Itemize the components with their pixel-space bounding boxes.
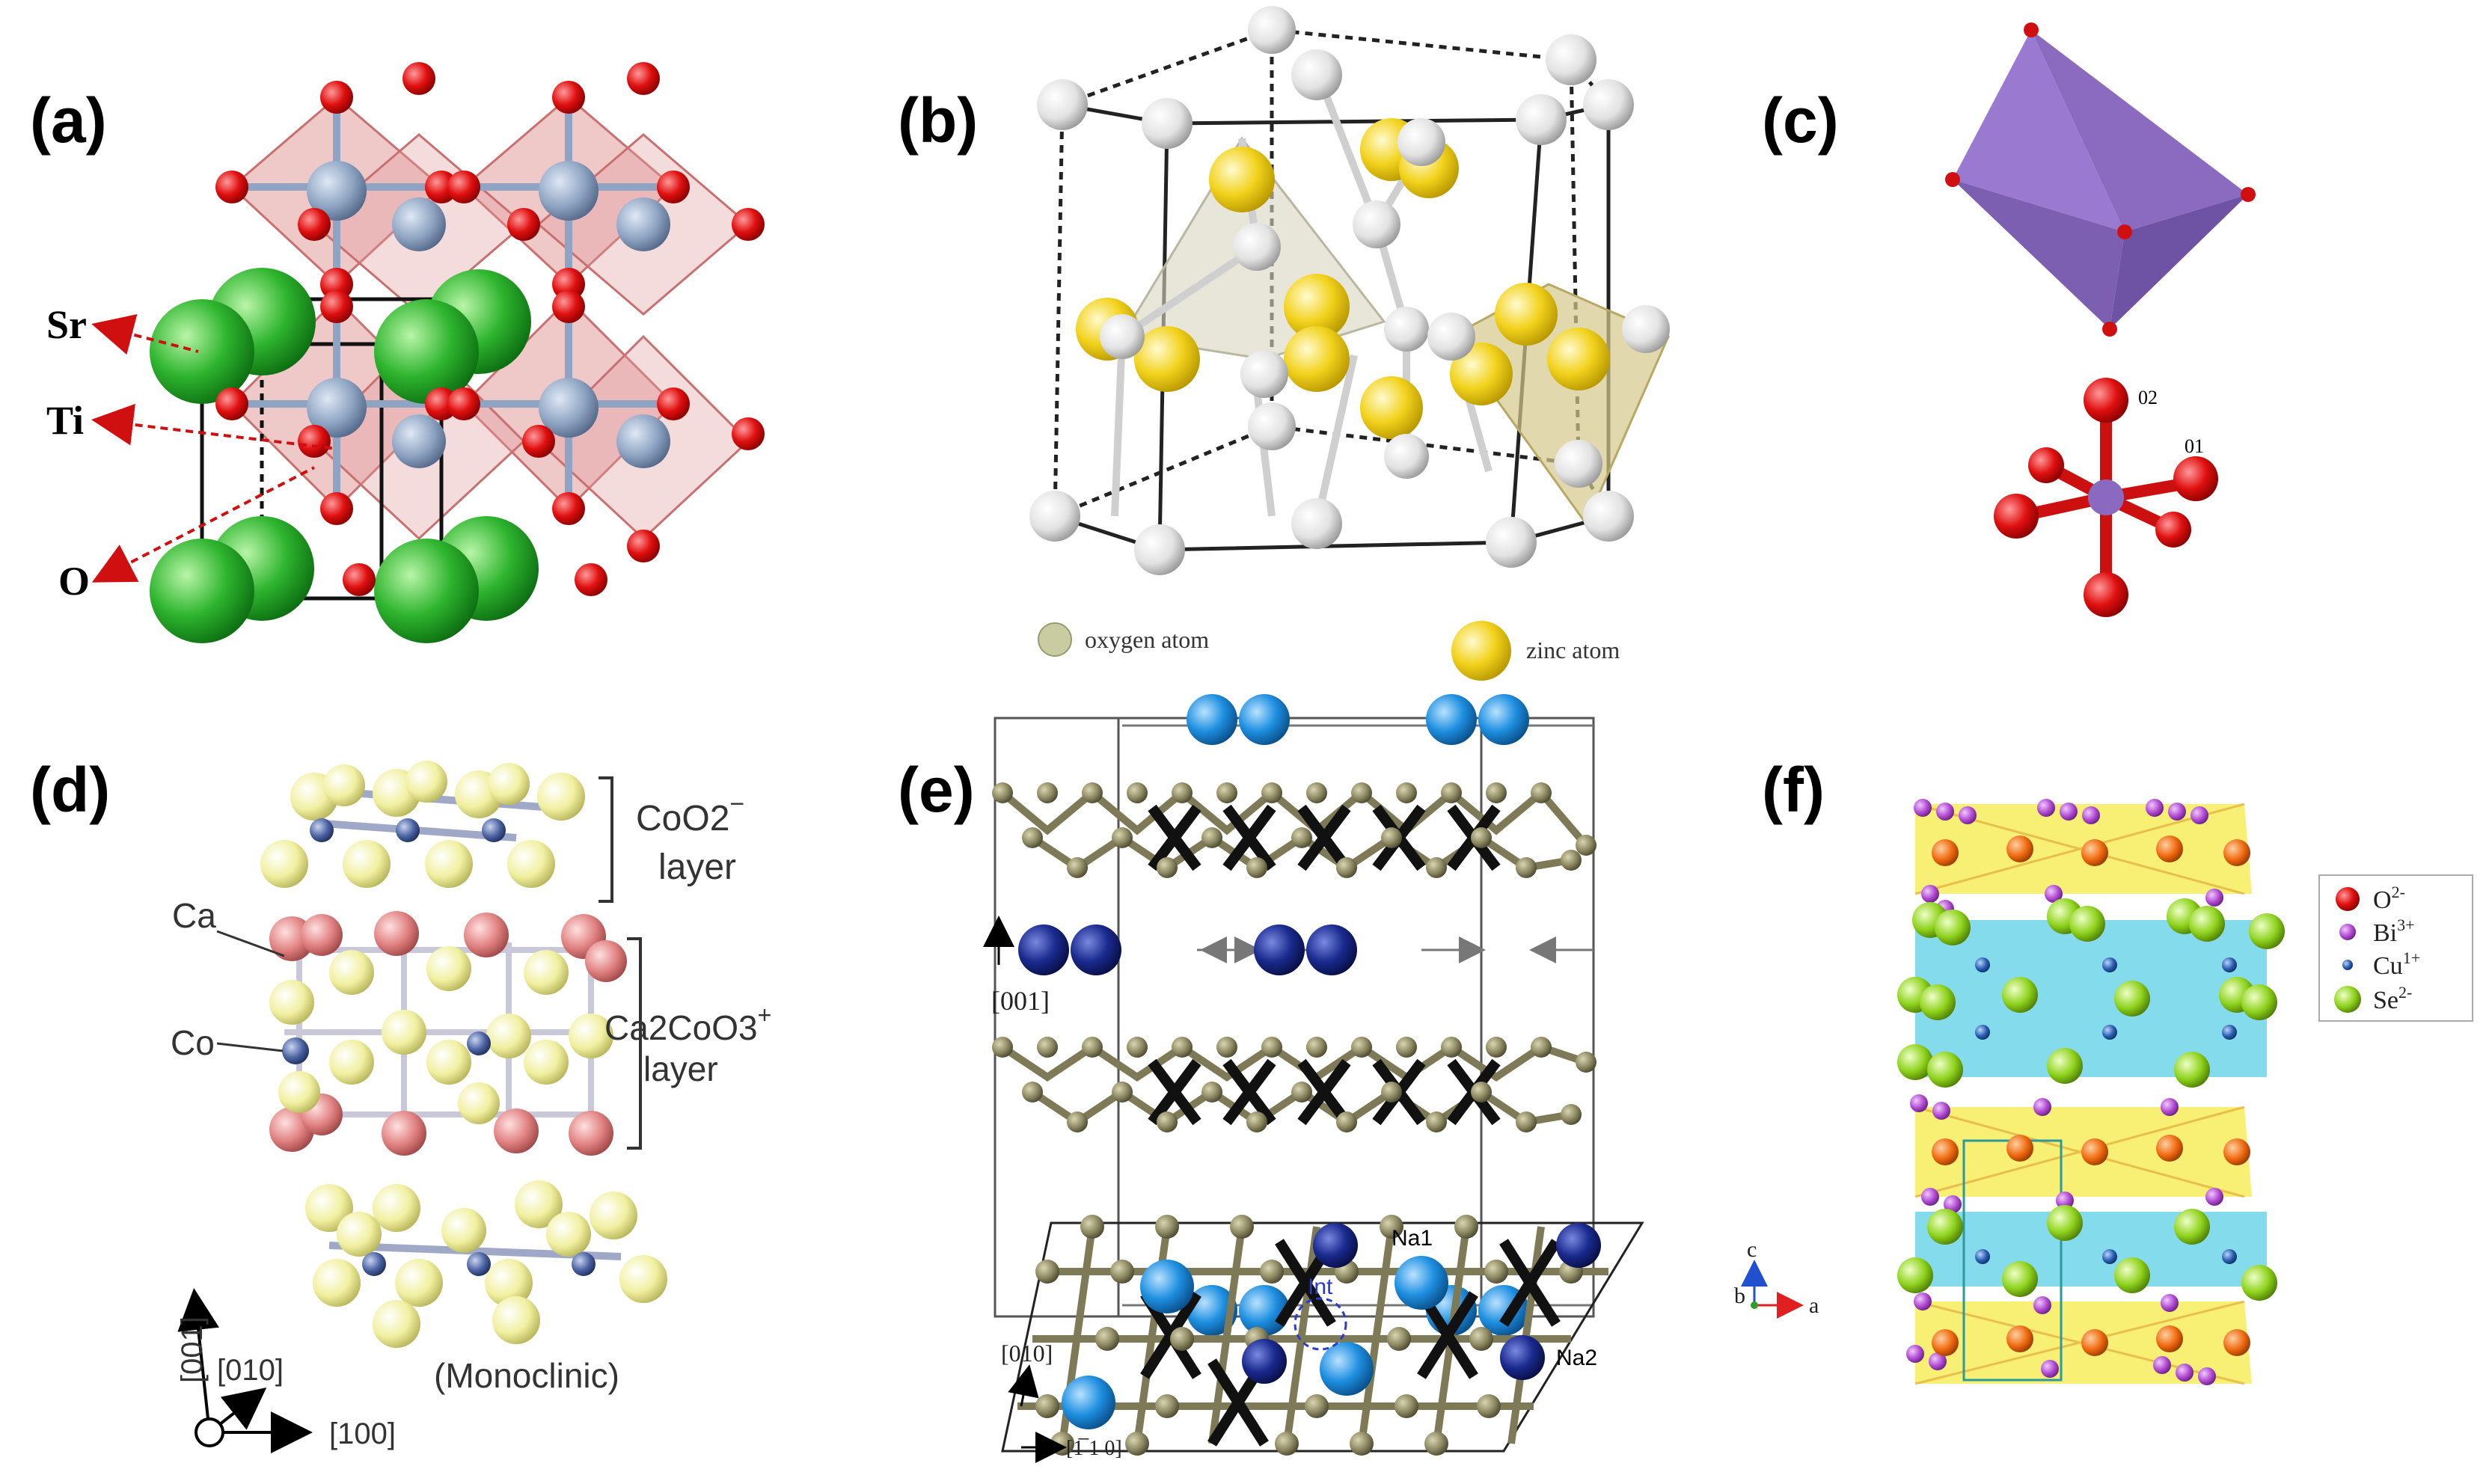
panel-e: (e) bbox=[898, 694, 1644, 1463]
oxygen-legend-swatch bbox=[1038, 622, 1072, 657]
axis-001-label: [001] bbox=[176, 1316, 209, 1383]
panel-a: (a) bbox=[30, 62, 765, 643]
na2-label: Na2 bbox=[1556, 1346, 1597, 1370]
legend-cu-swatch bbox=[2342, 960, 2353, 970]
ca2coo3-layer bbox=[269, 911, 627, 1156]
axis-b-label: b bbox=[1734, 1284, 1745, 1308]
panel-b-label: (b) bbox=[898, 85, 978, 156]
octahedron bbox=[1953, 30, 2248, 329]
panel-e-layer-top bbox=[992, 782, 1596, 878]
panel-d-axes bbox=[177, 1288, 313, 1453]
panel-e-layer-bottom bbox=[992, 1037, 1596, 1132]
panel-a-label: (a) bbox=[30, 85, 107, 156]
legend-cu-label: Cu1+ bbox=[2373, 948, 2420, 980]
ca-label: Ca bbox=[172, 896, 216, 935]
ti-label: Ti bbox=[46, 398, 84, 443]
panel-f-legend-entries: O2- Bi3+ Cu1+ Se2- bbox=[2334, 883, 2420, 1014]
axis-a-label: a bbox=[1809, 1293, 1819, 1318]
panel-b-oxygen-atoms bbox=[1029, 6, 1670, 575]
o2-label: 02 bbox=[2138, 387, 2158, 408]
panel-d-label: (d) bbox=[30, 755, 110, 825]
panel-e-label: (e) bbox=[898, 755, 975, 825]
zinc-legend-label: zinc atom bbox=[1526, 637, 1620, 663]
panel-f-se-atoms bbox=[1897, 898, 2285, 1301]
axis-010-label: [010] bbox=[217, 1354, 284, 1387]
panel-e-axis-001: [001] bbox=[991, 986, 1050, 1016]
panel-b-zinc-atoms bbox=[1076, 118, 1610, 439]
axis-100-label: [100] bbox=[329, 1417, 396, 1450]
panel-e-axis-010: [010] bbox=[1001, 1340, 1053, 1367]
legend-o-swatch bbox=[2336, 887, 2360, 911]
panel-c-label: (c) bbox=[1762, 85, 1839, 156]
panel-f-cu-atoms bbox=[1975, 957, 2237, 1264]
legend-o-label: O2- bbox=[2373, 883, 2405, 914]
monoclinic-label: (Monoclinic) bbox=[434, 1356, 619, 1395]
o-label: O bbox=[58, 559, 90, 604]
panel-e-basal-network bbox=[1017, 1215, 1608, 1456]
legend-se-label: Se2- bbox=[2373, 983, 2412, 1014]
co-label: Co bbox=[171, 1023, 215, 1062]
o1-label: 01 bbox=[2185, 435, 2204, 457]
legend-se-swatch bbox=[2334, 986, 2361, 1013]
legend-bi-label: Bi3+ bbox=[2373, 916, 2415, 947]
panel-f-axes bbox=[1741, 1260, 1804, 1319]
panel-d: (d) CoO2− layer bbox=[30, 755, 771, 1453]
co-pointer bbox=[216, 1042, 284, 1052]
panel-a-label-arrows bbox=[91, 313, 337, 583]
panel-e-na-dark bbox=[1018, 925, 1357, 975]
sr-label: Sr bbox=[46, 302, 87, 347]
panel-f-label: (f) bbox=[1762, 755, 1825, 825]
octahedron-vertices bbox=[1945, 22, 2256, 337]
panel-e-010-arrow bbox=[1008, 1364, 1039, 1407]
ball-stick-model: 02 01 bbox=[1994, 378, 2218, 617]
panel-a-ti-atoms bbox=[307, 161, 670, 468]
axis-c-label: c bbox=[1747, 1237, 1757, 1262]
panel-f-o-atoms bbox=[1932, 835, 2250, 1356]
int-label: Int bbox=[1308, 1275, 1333, 1299]
panel-f: (f) bbox=[1734, 755, 2473, 1385]
coo2-formula: CoO2− bbox=[636, 790, 744, 838]
ca2coo3-bracket bbox=[627, 937, 642, 1150]
panel-a-o-atoms bbox=[215, 62, 765, 596]
panel-f-bi-atoms bbox=[1906, 799, 2223, 1385]
panel-c: (c) 02 01 bbox=[1762, 22, 2256, 617]
panel-e-axis-110: [1̅ 1 0] bbox=[1066, 1437, 1122, 1460]
legend-bi-swatch bbox=[2339, 924, 2356, 940]
coo2-layer-label: layer bbox=[658, 847, 736, 887]
coo2-layer-bottom bbox=[305, 1180, 667, 1348]
ca2coo3-layer-label: layer bbox=[643, 1049, 718, 1088]
ca-pointer bbox=[216, 930, 285, 957]
panel-b: (b) bbox=[898, 6, 1670, 681]
oxygen-legend-label: oxygen atom bbox=[1085, 626, 1209, 653]
coo2-layer-top bbox=[260, 761, 585, 888]
zinc-legend-swatch bbox=[1451, 621, 1511, 681]
coo2-bracket bbox=[598, 776, 613, 903]
na1-label: Na1 bbox=[1392, 1226, 1433, 1251]
ca2coo3-formula: Ca2CoO3+ bbox=[604, 1002, 771, 1047]
panel-a-sr-atoms bbox=[150, 268, 539, 643]
